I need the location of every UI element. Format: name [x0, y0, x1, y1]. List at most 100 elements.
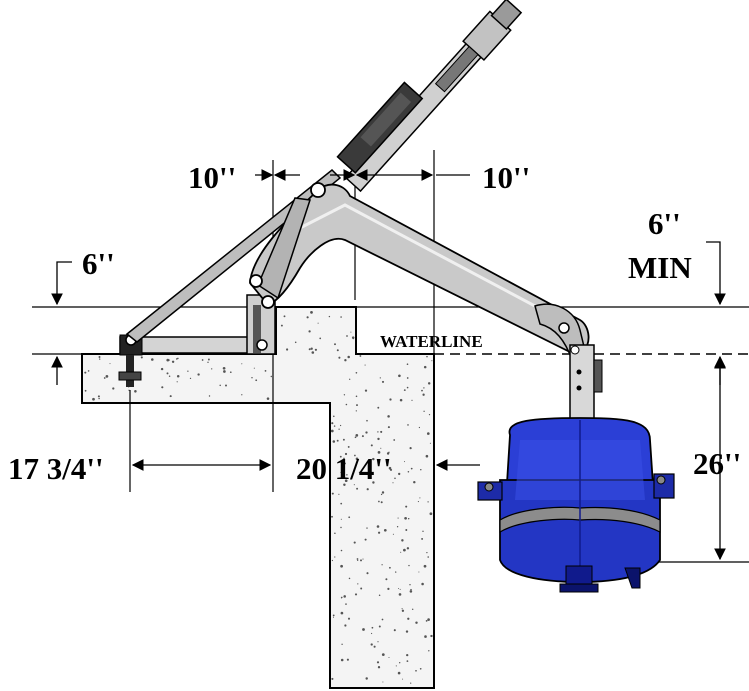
- concrete-speck: [405, 529, 408, 531]
- concrete-speck: [332, 616, 335, 618]
- concrete-speck: [266, 397, 270, 400]
- concrete-speck: [405, 630, 409, 633]
- concrete-speck: [383, 528, 387, 532]
- concrete-speck: [354, 593, 358, 596]
- concrete-speck: [378, 625, 381, 628]
- concrete-speck: [399, 398, 403, 402]
- concrete-speck: [344, 462, 346, 465]
- concrete-speck: [421, 582, 424, 586]
- anchor-bolt: [126, 355, 134, 387]
- concrete-speck: [92, 397, 95, 401]
- concrete-speck: [356, 487, 359, 490]
- concrete-speck: [398, 593, 402, 596]
- concrete-speck: [339, 455, 342, 458]
- concrete-speck: [294, 341, 297, 344]
- concrete-speck: [341, 596, 343, 599]
- concrete-speck: [393, 439, 396, 441]
- concrete-speck: [340, 564, 343, 568]
- concrete-speck: [208, 395, 211, 397]
- concrete-speck: [407, 424, 409, 426]
- concrete-speck: [407, 617, 410, 620]
- concrete-speck: [406, 363, 409, 366]
- concrete-speck: [225, 384, 227, 387]
- actuator-cap: [490, 0, 523, 31]
- concrete-speck: [286, 348, 289, 351]
- concrete-speck: [423, 410, 425, 412]
- concrete-speck: [339, 424, 342, 427]
- concrete-speck: [270, 375, 273, 378]
- concrete-deck-and-wall: [81, 306, 435, 689]
- concrete-speck: [346, 474, 348, 476]
- concrete-speck: [280, 324, 283, 327]
- concrete-speck: [347, 617, 351, 620]
- concrete-speck: [355, 410, 357, 412]
- pivot-elbow: [558, 322, 570, 334]
- concrete-speck: [361, 435, 364, 438]
- concrete-speck: [349, 378, 351, 380]
- concrete-speck: [428, 413, 431, 416]
- concrete-speck: [406, 653, 409, 657]
- concrete-speck: [171, 360, 175, 364]
- concrete-speck: [377, 437, 380, 441]
- concrete-speck: [356, 558, 359, 560]
- actuator-rod: [434, 45, 479, 93]
- lower-link: [257, 197, 311, 300]
- concrete-speck: [344, 624, 347, 627]
- concrete-speck: [387, 426, 390, 429]
- concrete-speck: [332, 614, 335, 617]
- concrete-speck: [366, 488, 369, 491]
- actuator-motor-detail: [360, 92, 412, 147]
- concrete-speck: [430, 634, 433, 638]
- concrete-speck: [308, 348, 311, 351]
- concrete-speck: [372, 481, 375, 484]
- actuator: [336, 0, 523, 193]
- concrete-speck: [151, 358, 154, 361]
- concrete-speck: [333, 425, 336, 427]
- concrete-speck: [392, 533, 394, 535]
- concrete-speck: [340, 549, 343, 552]
- concrete-speck: [308, 330, 311, 333]
- seat-mast: [569, 344, 603, 426]
- concrete-speck: [395, 665, 397, 667]
- concrete-speck: [377, 431, 379, 433]
- concrete-speck: [328, 315, 331, 318]
- concrete-speck: [381, 380, 385, 383]
- concrete-speck: [386, 452, 390, 455]
- concrete-speck: [410, 588, 412, 591]
- concrete-speck: [317, 322, 319, 324]
- concrete-speck: [429, 512, 433, 516]
- concrete-speck: [380, 501, 383, 504]
- concrete-speck: [381, 491, 385, 494]
- concrete-speck: [397, 671, 401, 675]
- seat-footrest-handle: [559, 583, 599, 593]
- concrete-speck: [360, 587, 363, 590]
- concrete-speck: [429, 442, 431, 444]
- concrete-speck: [338, 356, 341, 359]
- concrete-speck: [423, 365, 427, 369]
- concrete-speck: [219, 384, 221, 387]
- concrete-speck: [421, 389, 423, 392]
- concrete-speck: [394, 477, 396, 480]
- concrete-speck: [355, 434, 359, 437]
- concrete-speck: [306, 316, 309, 319]
- mast-bolt-1: [576, 369, 582, 375]
- pivot-mid: [249, 274, 263, 288]
- concrete-speck: [398, 374, 401, 378]
- concrete-speck: [387, 415, 390, 418]
- concrete-speck: [411, 399, 413, 401]
- concrete-speck: [330, 429, 334, 433]
- concrete-speck: [398, 472, 401, 476]
- concrete-speck: [409, 590, 413, 593]
- concrete-speck: [364, 389, 368, 392]
- concrete-speck: [355, 457, 359, 461]
- concrete-speck: [283, 315, 286, 318]
- concrete-speck: [415, 669, 417, 672]
- concrete-speck: [166, 358, 170, 362]
- concrete-speck: [346, 335, 348, 337]
- concrete-speck: [340, 611, 344, 615]
- concrete-speck: [381, 618, 384, 621]
- concrete-speck: [417, 501, 419, 503]
- concrete-speck: [98, 356, 101, 358]
- concrete-speck: [364, 538, 367, 541]
- concrete-speck: [401, 539, 404, 542]
